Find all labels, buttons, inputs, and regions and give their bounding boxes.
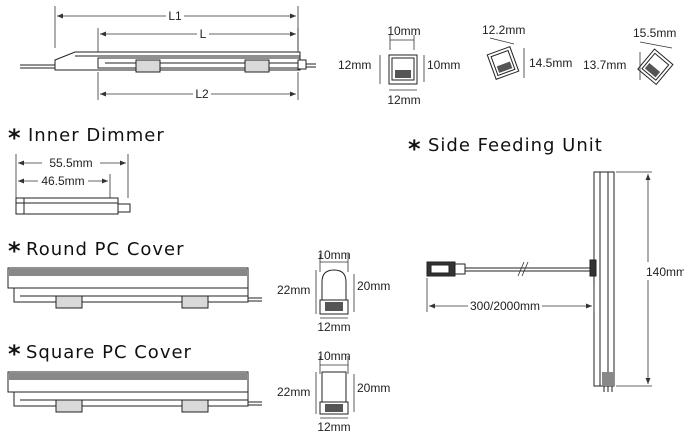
square-cover-right-dim: 20mm [357,381,390,395]
round-pc-cover-title: Round PC Cover [26,239,185,260]
cross-section-standard: 10mm 12mm 10mm 12mm [338,24,460,107]
square-cover-left-dim: 22mm [277,385,310,399]
square-cover-top-dim: 10mm [317,349,350,363]
inner-dimmer-section: * Inner Dimmer 55.5mm 46.5mm [8,124,165,215]
standard-left-dim: 12mm [338,58,371,72]
main-profile-drawing: L1 L L2 [20,6,316,101]
round-cover-top-dim: 10mm [317,248,350,262]
side-feeding-height-dim: 140mm [646,265,684,279]
square-pc-cover-star: * [8,340,21,368]
round-pc-cover-star: * [8,237,21,265]
square-pc-cover-title: Square PC Cover [26,342,192,363]
side-feeding-star: * [408,135,421,163]
inner-dimmer-title: Inner Dimmer [28,125,165,146]
standard-bottom-dim: 12mm [387,93,420,107]
side-feeding-title: Side Feeding Unit [428,135,603,156]
side-feeding-unit-section: * Side Feeding Unit 140mm 300 [408,135,684,392]
label-l: L [200,27,207,41]
angled-large-top-dim: 15.5mm [633,26,676,40]
inner-dimmer-outer-dim: 55.5mm [49,156,92,170]
angled-small-top-dim: 12.2mm [482,23,525,37]
round-pc-cover-section: * Round PC Cover 10mm 22mm 20mm 12mm [7,237,390,334]
round-cover-left-dim: 22mm [277,283,310,297]
cross-section-angled-large: 15.5mm 13.7mm [583,26,676,86]
round-cover-bottom-dim: 12mm [317,320,350,334]
angled-large-left-dim: 13.7mm [583,58,626,72]
square-cover-bottom-dim: 12mm [317,420,350,434]
label-l1: L1 [168,9,182,23]
cross-section-angled-small: 12.2mm 14.5mm [482,23,572,80]
label-l2: L2 [195,87,209,101]
angled-small-right-dim: 14.5mm [529,56,572,70]
inner-dimmer-star: * [8,124,21,152]
inner-dimmer-inner-dim: 46.5mm [41,174,84,188]
standard-top-dim: 10mm [387,24,420,38]
side-feeding-cable-dim: 300/2000mm [470,299,540,313]
round-cover-right-dim: 20mm [357,279,390,293]
square-pc-cover-section: * Square PC Cover 10mm 22mm 20mm 12mm [7,340,390,434]
standard-right-dim: 10mm [427,58,460,72]
